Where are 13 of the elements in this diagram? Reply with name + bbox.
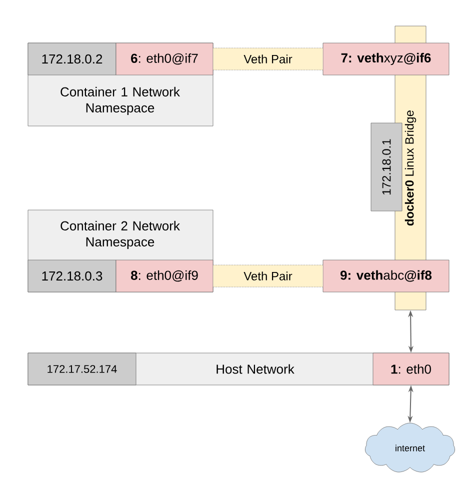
interface-cell: 6: eth0@if7: [116, 42, 214, 76]
band-connector: [212, 264, 324, 288]
interface-cell: 8: eth0@if9: [116, 260, 214, 292]
ip-cell: 172.18.0.1: [370, 122, 402, 212]
ip-cell: 172.17.52.174: [28, 352, 136, 386]
ip-cell: 172.18.0.2: [28, 42, 116, 76]
edge-label: Veth Pair: [242, 270, 294, 282]
interface-cell: 1: eth0: [372, 352, 450, 386]
ip-cell: 172.18.0.3: [28, 260, 116, 292]
band-connector: [212, 48, 324, 70]
edge-label: Veth Pair: [242, 54, 294, 64]
interface-cell: 7: vethxyz@if6: [322, 42, 450, 76]
interface-cell: 9: vethabc@if8: [322, 260, 450, 292]
